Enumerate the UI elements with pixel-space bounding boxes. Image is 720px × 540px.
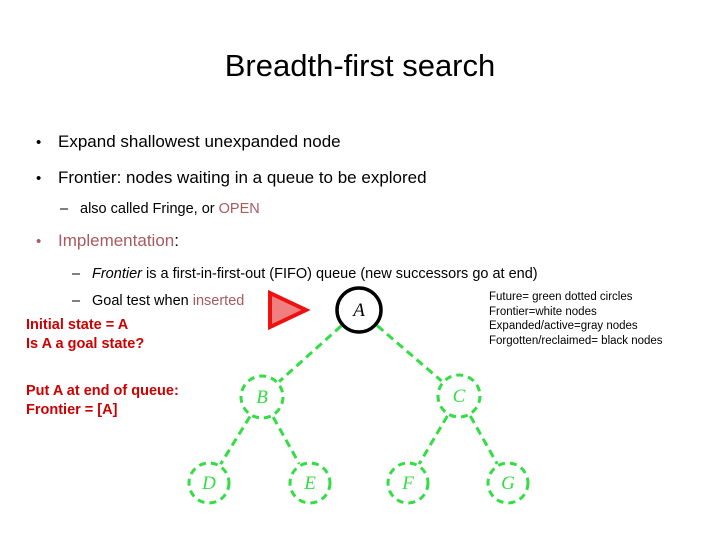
tree-node-circle-C: [436, 373, 482, 419]
tree-node-label-G: G: [501, 473, 515, 494]
annotation-line: Is A a goal state?: [26, 336, 145, 352]
annotation-line: Frontier = [A]: [26, 402, 118, 418]
bullet-marker: •: [36, 170, 42, 187]
tree-node-circle-B: [239, 374, 285, 420]
subbullet-text: is a first-in-first-out (FIFO) queue (ne…: [141, 266, 538, 282]
tree-node-label-E: E: [304, 473, 316, 494]
bullet-marker: •: [36, 134, 42, 151]
bullet-text: Expand shallowest unexpanded node: [58, 132, 341, 151]
subbullet-goal-test-inserted: –Goal test when inserted: [72, 292, 244, 311]
tree-node-label-D: D: [202, 473, 216, 494]
tree-edge-B-E: [271, 416, 301, 465]
tree-node-circle-D: [187, 461, 231, 505]
annotation-put-a-at-end-of-queue: Put A at end of queue: Frontier = [A]: [26, 382, 179, 420]
annotation-initial-state: Initial state = A Is A a goal state?: [26, 316, 144, 354]
legend-line-forgotten: Forgotten/reclaimed= black nodes: [489, 334, 663, 347]
tree-edge-B-D: [219, 415, 252, 466]
bullet-marker: –: [72, 266, 81, 282]
subbullet-text-inserted: inserted: [192, 293, 245, 309]
tree-node-circle-G: [486, 461, 530, 505]
tree-node-circle-A: [335, 286, 383, 334]
subbullet-text: also called Fringe, or: [80, 201, 219, 217]
red-triangle-pointer-icon: [268, 289, 311, 331]
tree-node-circle-E: [288, 461, 332, 505]
bullet-text-implementation: Implementation: [58, 231, 175, 250]
tree-node-label-A: A: [353, 300, 365, 321]
tree-node-circle-F: [386, 461, 430, 505]
tree-node-label-C: C: [452, 386, 466, 407]
bullet-text-colon: :: [174, 231, 179, 250]
subbullet-text: Goal test when: [92, 293, 193, 309]
subbullet-text-open: OPEN: [218, 201, 260, 217]
bullet-expand-shallowest: • Expand shallowest unexpanded node: [36, 131, 341, 154]
bullet-text: Frontier: nodes waiting in a queue to be…: [58, 168, 427, 187]
bullet-frontier-definition: • Frontier: nodes waiting in a queue to b…: [36, 167, 427, 190]
subbullet-fifo-queue: –Frontier is a first-in-first-out (FIFO)…: [72, 265, 538, 284]
subbullet-also-called-fringe: –also called Fringe, or OPEN: [60, 200, 260, 219]
tree-edge-A-B: [278, 324, 343, 383]
bullet-marker: –: [72, 293, 81, 309]
tree-node-label-F: F: [402, 473, 414, 494]
page-title: Breadth-first search: [224, 48, 496, 83]
tree-node-label-B: B: [256, 387, 268, 408]
legend-line-future: Future= green dotted circles: [489, 291, 633, 303]
bullet-marker: •: [36, 233, 42, 250]
subbullet-text-frontier: Frontier: [92, 266, 142, 282]
bullet-implementation: • Implementation:: [36, 230, 179, 253]
legend-line-expanded: Expanded/active=gray nodes: [489, 320, 638, 332]
bullet-marker: –: [60, 201, 69, 217]
legend-line-frontier: Frontier=white nodes: [489, 305, 597, 318]
tree-edge-A-C: [376, 324, 443, 383]
tree-edge-C-F: [417, 415, 449, 465]
tree-edge-C-G: [468, 415, 499, 465]
annotation-line: Initial state = A: [26, 317, 129, 333]
annotation-line: Put A at end of queue:: [26, 383, 179, 399]
legend-node-colors: Future= green dotted circles Frontier=wh…: [489, 290, 663, 348]
